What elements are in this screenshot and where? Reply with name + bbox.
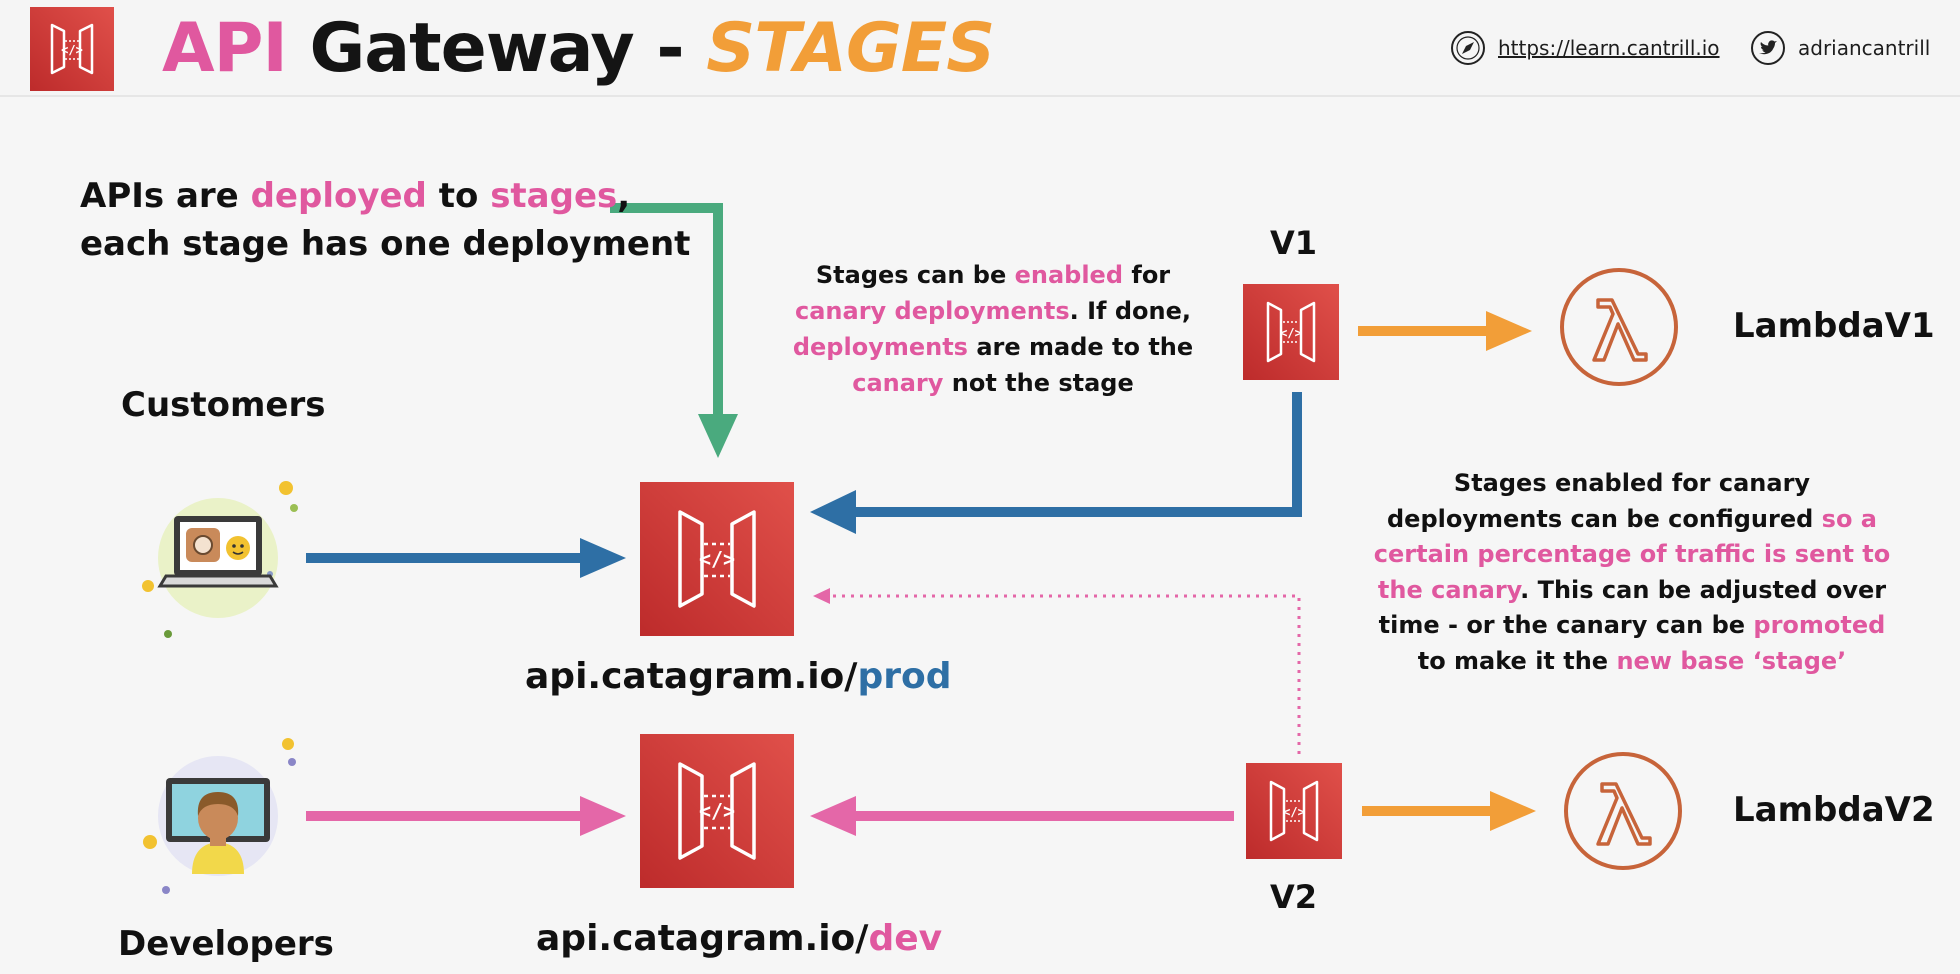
api-gateway-icon: </> [30, 7, 114, 91]
traffic-l5-a: time - or the canary can be [1378, 611, 1754, 639]
lambda-v1-icon [1560, 268, 1678, 386]
canary-deployments-word: deployments [792, 333, 968, 361]
canary-l1-a: Stages can be [815, 261, 1015, 289]
canary-dotted-arrow [813, 588, 1301, 754]
prod-endpoint-label: api.catagram.io/prod [525, 656, 951, 697]
v1-to-prod-arrow [810, 392, 1302, 534]
prod-stage: prod [857, 656, 952, 697]
svg-text:</>: </> [61, 43, 83, 57]
slide-header: </> API Gateway - STAGES https://learn.c… [0, 0, 1960, 97]
dev-host: api.catagram.io/ [536, 918, 869, 959]
canary-line2: canary deployments. If done, [788, 293, 1198, 329]
traffic-line2: deployments can be configured so a [1372, 502, 1892, 538]
twitter-link[interactable]: adriancantrill [1750, 28, 1930, 68]
canary-enabled: enabled [1014, 261, 1124, 289]
svg-text:</>: </> [699, 547, 735, 571]
canary-line4: canary not the stage [788, 365, 1198, 401]
page-title: API Gateway - STAGES [162, 4, 995, 94]
title-api: API [162, 9, 288, 88]
traffic-l4-b: . This can be adjusted over [1520, 575, 1887, 604]
lambda-v2-icon [1564, 752, 1682, 870]
customers-label: Customers [121, 385, 326, 425]
lambda-v1-label: LambdaV1 [1733, 306, 1935, 346]
developers-to-dev-arrow [306, 796, 626, 836]
canary-deployments-term: canary deployments [794, 297, 1070, 325]
v1-label: V1 [1270, 224, 1318, 262]
v1-to-lambda-arrow [1358, 311, 1532, 351]
canary-l3-b: are made to the [967, 333, 1194, 361]
canary-l1-c: for [1123, 261, 1171, 289]
traffic-l4-a: the canary [1377, 575, 1521, 604]
traffic-l2-a: deployments can be configured [1387, 504, 1822, 533]
traffic-l2-b: so a [1821, 504, 1877, 533]
customers-to-prod-arrow [306, 538, 626, 578]
note-top-comma: , [617, 176, 631, 216]
svg-text:</>: </> [1280, 326, 1302, 340]
traffic-line3: certain percentage of traffic is sent to [1373, 540, 1891, 568]
green-deploy-arrow [610, 203, 738, 458]
v2-to-lambda-arrow [1362, 791, 1536, 831]
traffic-line4: the canary. This can be adjusted over [1372, 573, 1892, 609]
note-top-text-c: to [426, 176, 491, 216]
svg-text:</>: </> [699, 799, 735, 823]
traffic-new-base-stage: new base ‘stage’ [1616, 646, 1847, 675]
v2-deployment-icon: </> [1246, 763, 1342, 859]
traffic-promoted: promoted [1753, 611, 1886, 639]
developers-avatar-icon [143, 738, 296, 894]
v1-deployment-icon: </> [1243, 284, 1339, 380]
note-top-text-a: APIs are [80, 176, 251, 216]
canary-l2-b: . If done, [1069, 297, 1192, 325]
customers-laptop-icon [142, 481, 298, 638]
traffic-line6: to make it the new base ‘stage’ [1372, 644, 1892, 680]
dev-stage: dev [868, 918, 943, 959]
v2-to-dev-arrow [810, 796, 1234, 836]
course-link[interactable]: https://learn.cantrill.io [1450, 28, 1720, 68]
dev-api-gateway-icon: </> [640, 734, 794, 888]
course-url[interactable]: https://learn.cantrill.io [1498, 36, 1720, 60]
dev-endpoint-label: api.catagram.io/dev [536, 918, 942, 959]
prod-api-gateway-icon: </> [640, 482, 794, 636]
twitter-icon [1751, 31, 1785, 65]
svg-text:</>: </> [1283, 805, 1305, 819]
traffic-l6-a: to make it the [1417, 646, 1617, 675]
prod-host: api.catagram.io/ [525, 656, 858, 697]
note-canary-deployments: Stages can be enabled for canary deploym… [788, 257, 1198, 401]
title-stages: STAGES [706, 9, 995, 88]
note-traffic-percentage: Stages enabled for canary deployments ca… [1372, 466, 1892, 679]
lambda-v2-label: LambdaV2 [1733, 790, 1935, 830]
traffic-line5: time - or the canary can be promoted [1372, 608, 1892, 644]
traffic-line1: Stages enabled for canary [1453, 469, 1811, 497]
note-top-stages: stages [490, 176, 618, 216]
canary-line1: Stages can be enabled for [788, 257, 1198, 293]
canary-l4-b: not the stage [943, 369, 1134, 397]
note-top-line2: each stage has one deployment [80, 224, 691, 264]
compass-icon [1451, 31, 1485, 65]
developers-label: Developers [118, 924, 334, 964]
note-top-line1: APIs are deployed to stages, [80, 172, 630, 220]
twitter-handle: adriancantrill [1798, 36, 1931, 60]
note-top-deployed: deployed [250, 176, 427, 216]
note-deployed-to-stages: APIs are deployed to stages, each stage … [80, 172, 691, 268]
v2-label: V2 [1270, 878, 1318, 916]
title-gateway: Gateway - [286, 9, 707, 88]
canary-line3: deployments are made to the [788, 329, 1198, 365]
canary-term: canary [852, 369, 944, 397]
